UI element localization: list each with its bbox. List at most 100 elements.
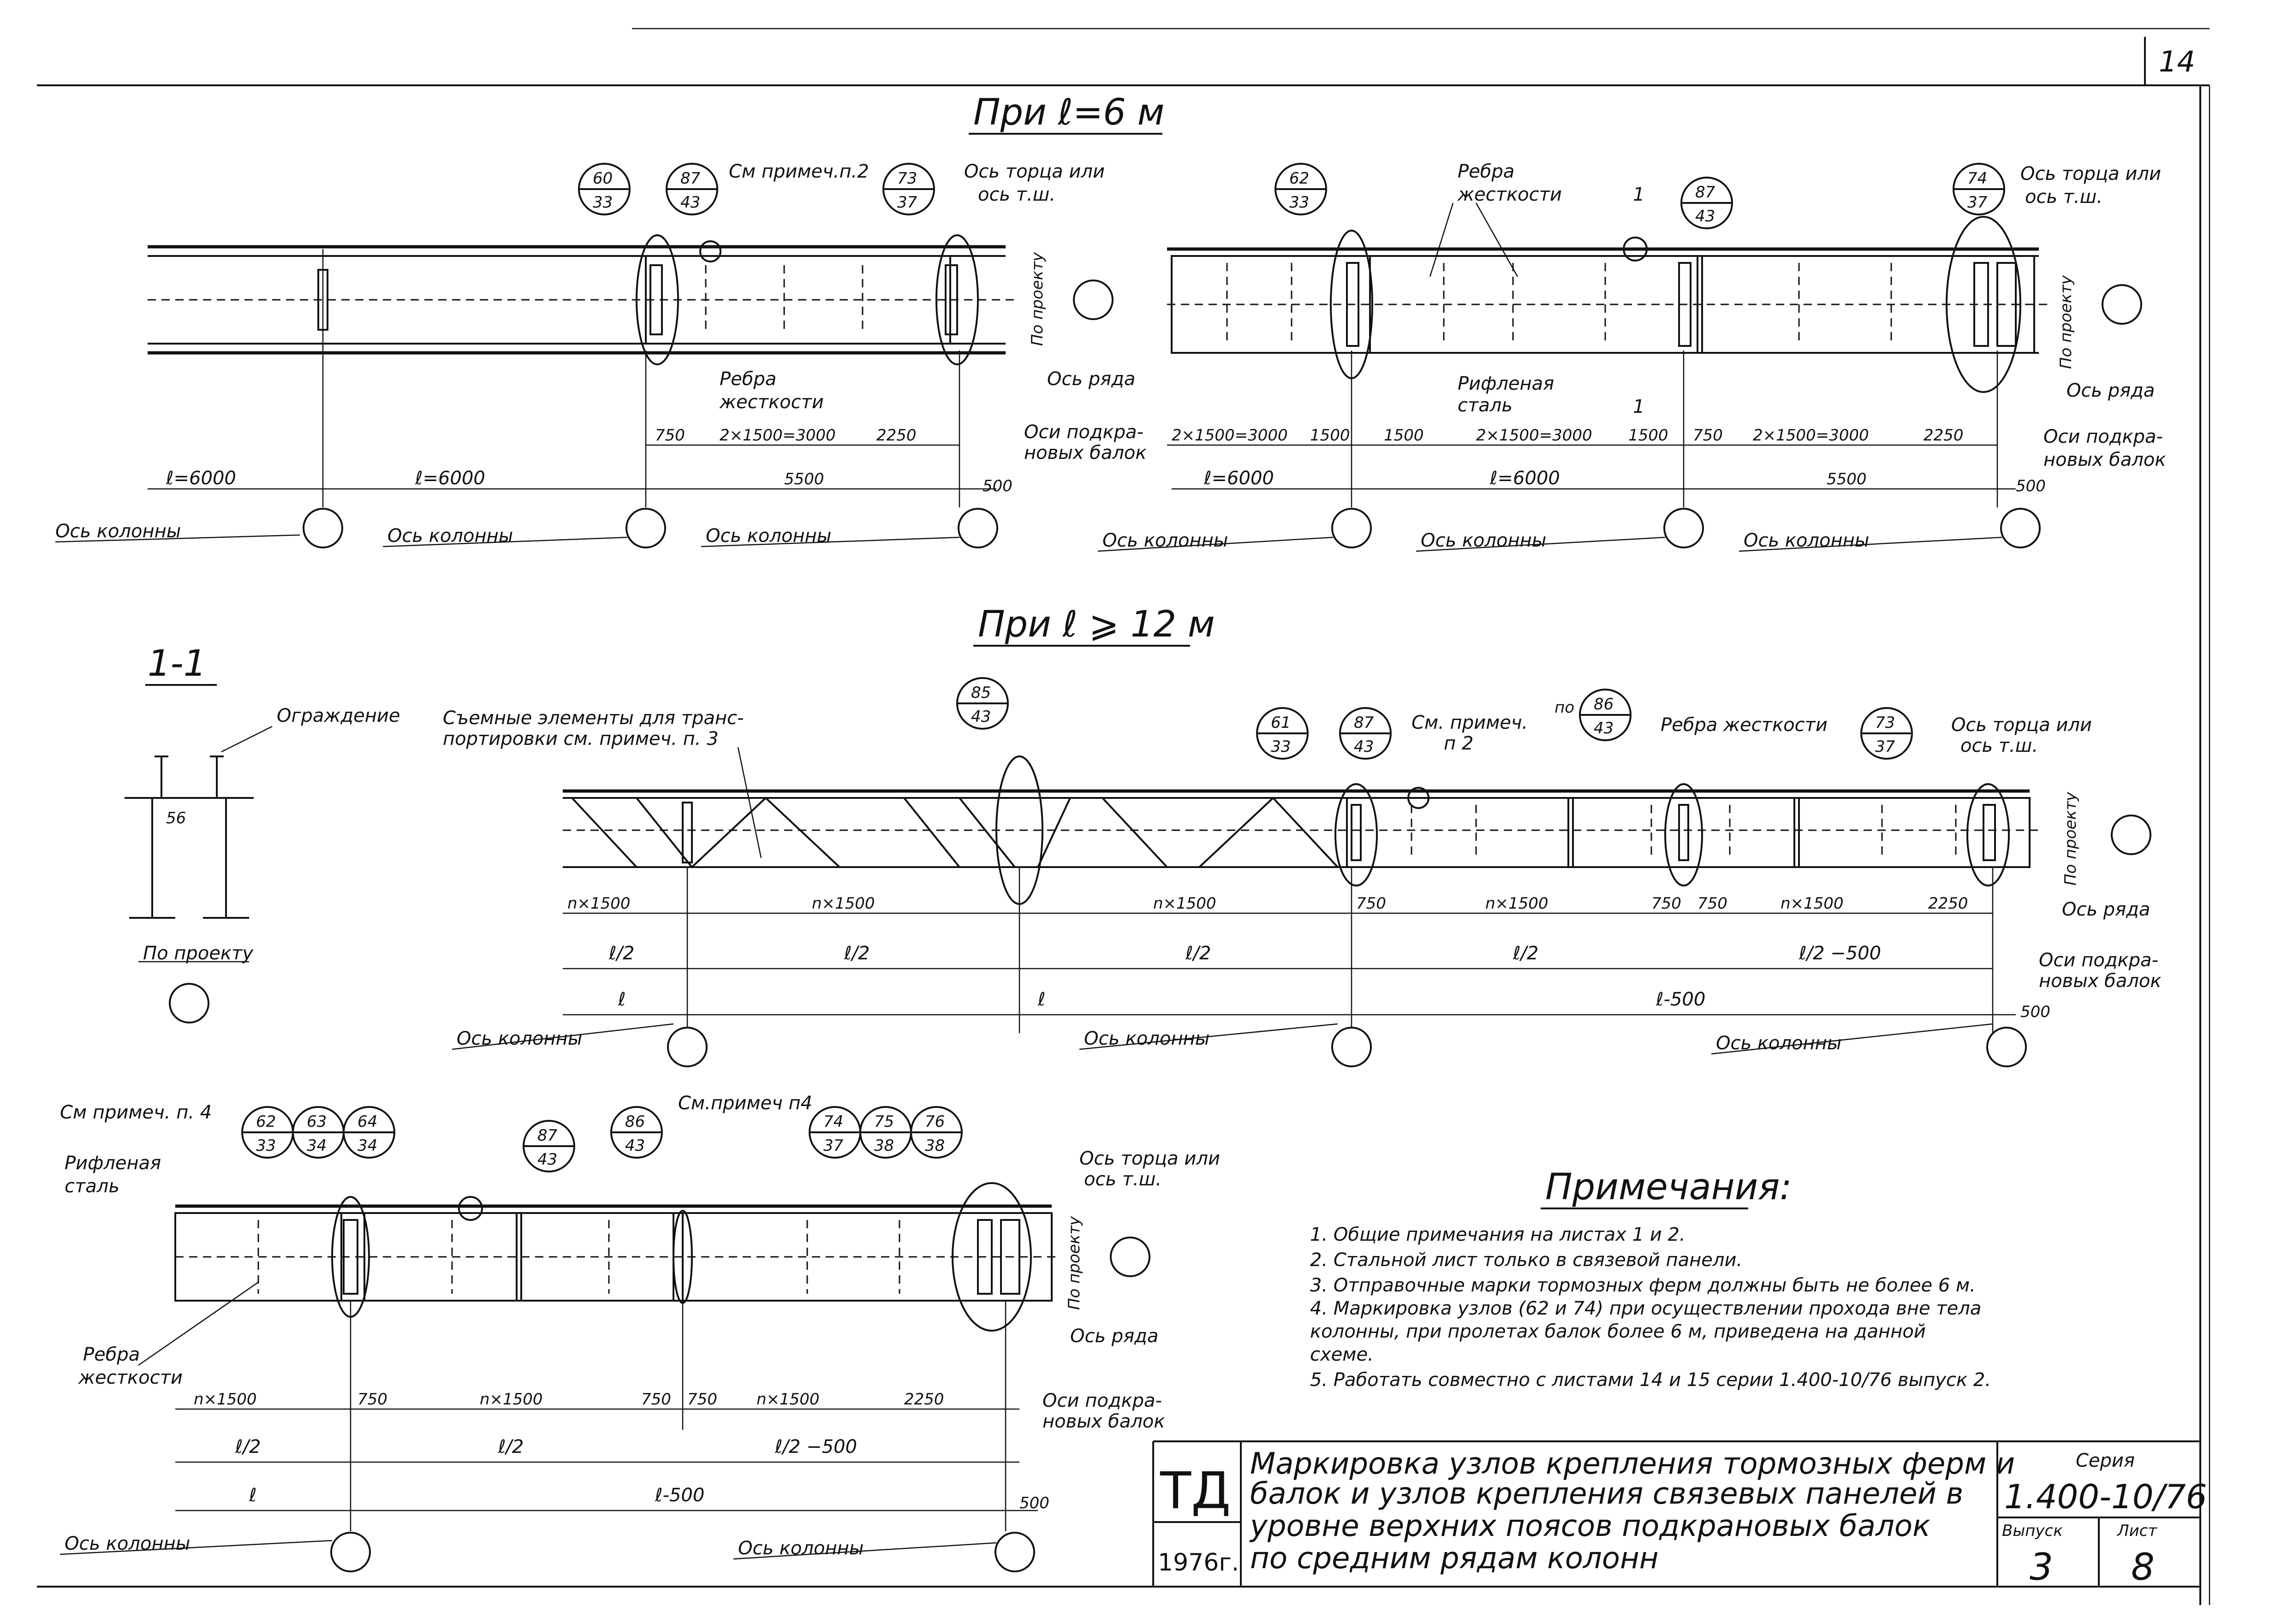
svg-text:750: 750 [1697,894,1727,913]
svg-text:43: 43 [1695,207,1715,226]
notes-title: Примечания: [1545,1166,1792,1208]
svg-text:87: 87 [1695,183,1715,202]
note-1: 1. Общие примечания на листах 1 и 2. [1310,1224,1686,1245]
section-title-l12: При ℓ ⩾ 12 м [978,604,1215,645]
svg-text:Ребра: Ребра [1458,161,1514,182]
svg-text:Ось ряда: Ось ряда [1070,1326,1158,1347]
section-1-1 [125,755,254,1023]
svg-text:2×1500=3000: 2×1500=3000 [1476,426,1592,445]
svg-text:См.примеч п4: См.примеч п4 [678,1093,812,1114]
svg-text:по: по [1554,698,1574,717]
svg-text:Оси подкра-: Оси подкра- [1024,422,1144,443]
svg-text:73: 73 [897,169,917,188]
svg-text:n×1500: n×1500 [194,1390,257,1409]
svg-text:сталь: сталь [65,1176,119,1197]
svg-text:1500: 1500 [1628,426,1668,445]
svg-text:новых балок: новых балок [2043,449,2166,470]
svg-text:n×1500: n×1500 [756,1390,820,1409]
svg-text:ℓ/2: ℓ/2 [608,943,634,964]
svg-text:Ось колонны: Ось колонны [706,525,831,547]
series-value: 1.400-10/76 [2004,1477,2207,1516]
note-3: 3. Отправочные марки тормозных ферм долж… [1310,1275,1976,1296]
svg-text:500: 500 [1019,1494,1049,1512]
svg-text:ℓ-500: ℓ-500 [1656,989,1705,1010]
svg-text:Ребра: Ребра [83,1344,140,1365]
svg-text:портировки см. примеч. п. 3: портировки см. примеч. п. 3 [443,728,719,750]
org-code: ТД [1160,1461,1231,1520]
svg-text:См примеч. п. 4: См примеч. п. 4 [60,1102,212,1123]
svg-text:жесткости: жесткости [719,392,824,413]
sheet-label: Лист [2116,1522,2157,1540]
svg-text:ℓ/2: ℓ/2 [1185,943,1211,964]
svg-text:новых балок: новых балок [2039,970,2162,992]
svg-text:ось т.ш.: ось т.ш. [2025,186,2102,208]
svg-text:По проекту: По проекту [143,943,254,964]
svg-text:1: 1 [1633,396,1644,417]
svg-text:750: 750 [641,1390,671,1409]
svg-text:56: 56 [166,809,186,827]
svg-text:75: 75 [874,1112,894,1131]
svg-text:ℓ: ℓ [1037,989,1046,1010]
svg-text:750: 750 [1356,894,1386,913]
svg-text:Ограждение: Ограждение [277,705,400,726]
issue-label: Выпуск [2002,1522,2063,1540]
series-label: Серия [2076,1450,2135,1471]
svg-text:ось т.ш.: ось т.ш. [978,184,1055,205]
svg-text:2250: 2250 [876,426,917,445]
svg-text:43: 43 [625,1136,645,1155]
svg-text:ось т.ш.: ось т.ш. [1960,735,2038,756]
svg-text:Рифленая: Рифленая [1458,373,1554,394]
svg-text:ℓ=6000: ℓ=6000 [1489,468,1560,489]
sheet-frame [37,28,2210,1605]
svg-text:См. примеч.: См. примеч. [1412,712,1528,733]
svg-text:n×1500: n×1500 [1781,894,1844,913]
svg-text:74: 74 [1967,169,1987,188]
svg-text:Ось колонны: Ось колонны [738,1538,864,1559]
svg-text:87: 87 [537,1126,558,1145]
note-4c: схеме. [1310,1344,1374,1365]
beam-l6-right [1167,216,2048,393]
svg-text:ℓ/2: ℓ/2 [498,1436,524,1457]
svg-text:Ось ряда: Ось ряда [1047,369,1135,390]
svg-text:33: 33 [1271,738,1291,756]
svg-text:62: 62 [256,1112,276,1131]
svg-text:5500: 5500 [784,470,824,488]
dims-bottom: n×1500 750 n×1500 750 750 n×1500 2250 ℓ/… [175,1301,1049,1531]
svg-text:n×1500: n×1500 [1485,894,1549,913]
svg-text:33: 33 [256,1136,276,1155]
svg-text:ℓ/2: ℓ/2 [1513,943,1538,964]
svg-text:750: 750 [1693,426,1723,445]
svg-text:750: 750 [1651,894,1681,913]
beam-bottom [174,1182,1061,1332]
by-project-a: По проекту [1028,252,1047,346]
svg-text:2×1500=3000: 2×1500=3000 [1172,426,1288,445]
title-line-4: по средним рядам колонн [1250,1541,1659,1576]
note-4b: колонны, при пролетах балок более 6 м, п… [1310,1321,1926,1342]
svg-text:37: 37 [823,1136,844,1155]
svg-text:Съемные элементы для транс-: Съемные элементы для транс- [443,708,744,729]
svg-text:43: 43 [1594,719,1614,738]
svg-text:n×1500: n×1500 [480,1390,543,1409]
svg-text:2250: 2250 [1924,426,1964,445]
svg-text:n×1500: n×1500 [1153,894,1216,913]
svg-text:37: 37 [1967,193,1988,212]
svg-text:Ось ряда: Ось ряда [2067,380,2155,401]
svg-text:По проекту: По проекту [2057,275,2075,369]
dims-l12: n×1500 n×1500 n×1500 750 n×1500 750 750 … [563,867,2050,1033]
svg-text:Рифленая: Рифленая [65,1153,161,1174]
svg-text:73: 73 [1875,714,1895,732]
svg-text:5500: 5500 [1827,470,1867,488]
title-block [1152,1440,2200,1587]
